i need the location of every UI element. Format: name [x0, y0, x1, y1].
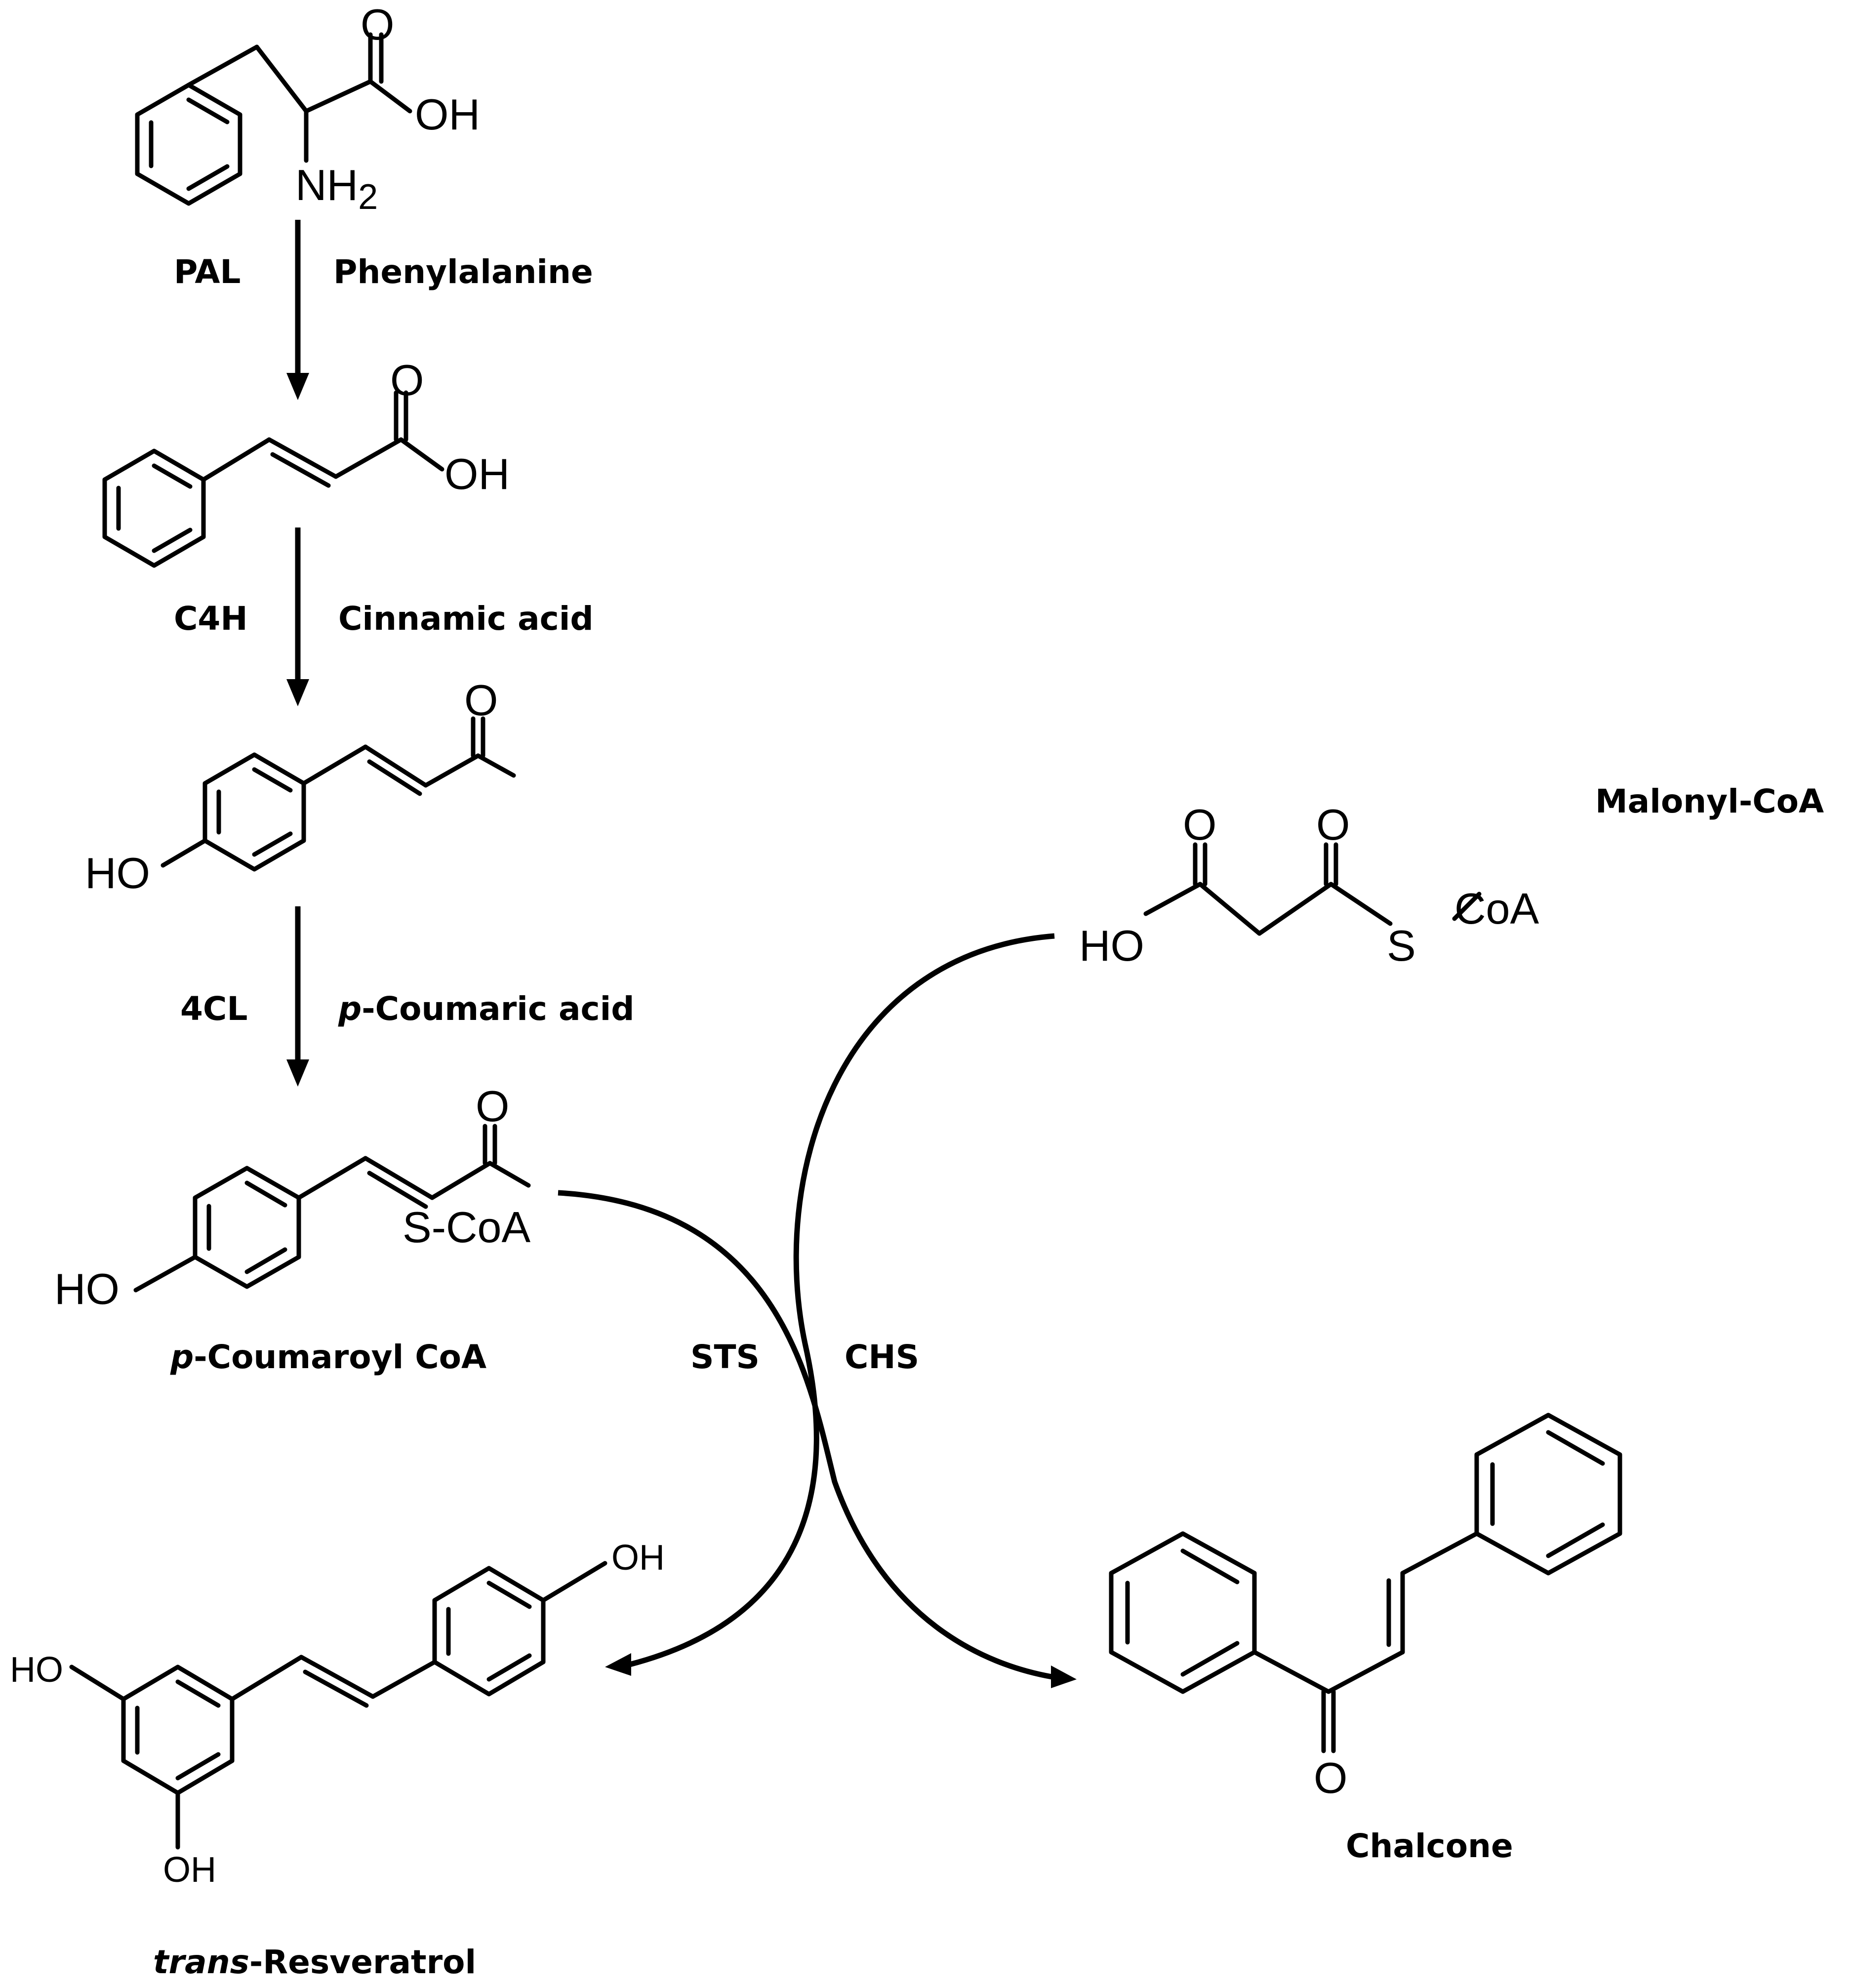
- mal-hydroxyl: HO: [1079, 921, 1144, 970]
- res-hydroxyl-3: HO: [10, 1650, 63, 1690]
- cin-carbonyl-o: O: [390, 356, 424, 405]
- label-coumaroyl-coa: p-Coumaroyl CoA: [170, 1338, 486, 1376]
- phenylalanine-structure: O OH NH2: [135, 0, 480, 217]
- cca-carbonyl-o: O: [476, 1082, 509, 1131]
- enzyme-c4h: C4H: [174, 600, 248, 638]
- pathway-arrows: [286, 220, 309, 1087]
- enzyme-chs: CHS: [845, 1338, 919, 1376]
- label-phenylalanine: Phenylalanine: [333, 253, 593, 291]
- resveratrol-structure: HO OH OH: [10, 1538, 665, 1890]
- compound-labels: Phenylalanine Cinnamic acid p-Coumaric a…: [153, 253, 1824, 1981]
- cou-carbonyl-o: O: [464, 676, 498, 725]
- label-cinnamic-acid: Cinnamic acid: [338, 600, 594, 638]
- mal-sulfur: S: [1387, 921, 1416, 970]
- enzyme-labels: PAL C4H 4CL STS CHS: [174, 253, 919, 1376]
- res-hydroxyl-5: OH: [163, 1850, 216, 1890]
- chal-carbonyl-o: O: [1314, 1753, 1347, 1802]
- coumaroyl-coa-structure: O S-CoA HO: [54, 1082, 531, 1313]
- label-malonyl-coa: Malonyl-CoA: [1595, 782, 1824, 820]
- mal-coa: CoA: [1454, 884, 1539, 933]
- cca-s-coa: S-CoA: [403, 1203, 530, 1252]
- phe-hydroxyl: OH: [415, 90, 480, 139]
- label-chalcone: Chalcone: [1346, 1827, 1513, 1865]
- malonyl-coa-structure: O O HO S CoA: [1079, 800, 1539, 970]
- label-resveratrol: trans-Resveratrol: [153, 1943, 476, 1981]
- phe-amine: NH2: [295, 161, 378, 217]
- cin-hydroxyl: OH: [444, 449, 510, 498]
- cou-hydroxyl: HO: [85, 849, 150, 897]
- chalcone-structure: O: [1109, 1413, 1622, 1802]
- branch-arrows: [558, 933, 1077, 1688]
- mal-thioester-o: O: [1316, 800, 1350, 849]
- coumaric-acid-structure: O HO: [85, 676, 516, 897]
- label-coumaric-acid: p-Coumaric acid: [338, 990, 635, 1028]
- enzyme-pal: PAL: [174, 253, 241, 291]
- mal-acid-o: O: [1183, 800, 1216, 849]
- res-hydroxyl-4p: OH: [611, 1538, 665, 1578]
- enzyme-4cl: 4CL: [180, 990, 247, 1028]
- cinnamic-acid-structure: O OH: [102, 356, 510, 568]
- cca-hydroxyl: HO: [54, 1264, 120, 1313]
- phe-carbonyl-o: O: [361, 0, 394, 49]
- enzyme-sts: STS: [690, 1338, 760, 1376]
